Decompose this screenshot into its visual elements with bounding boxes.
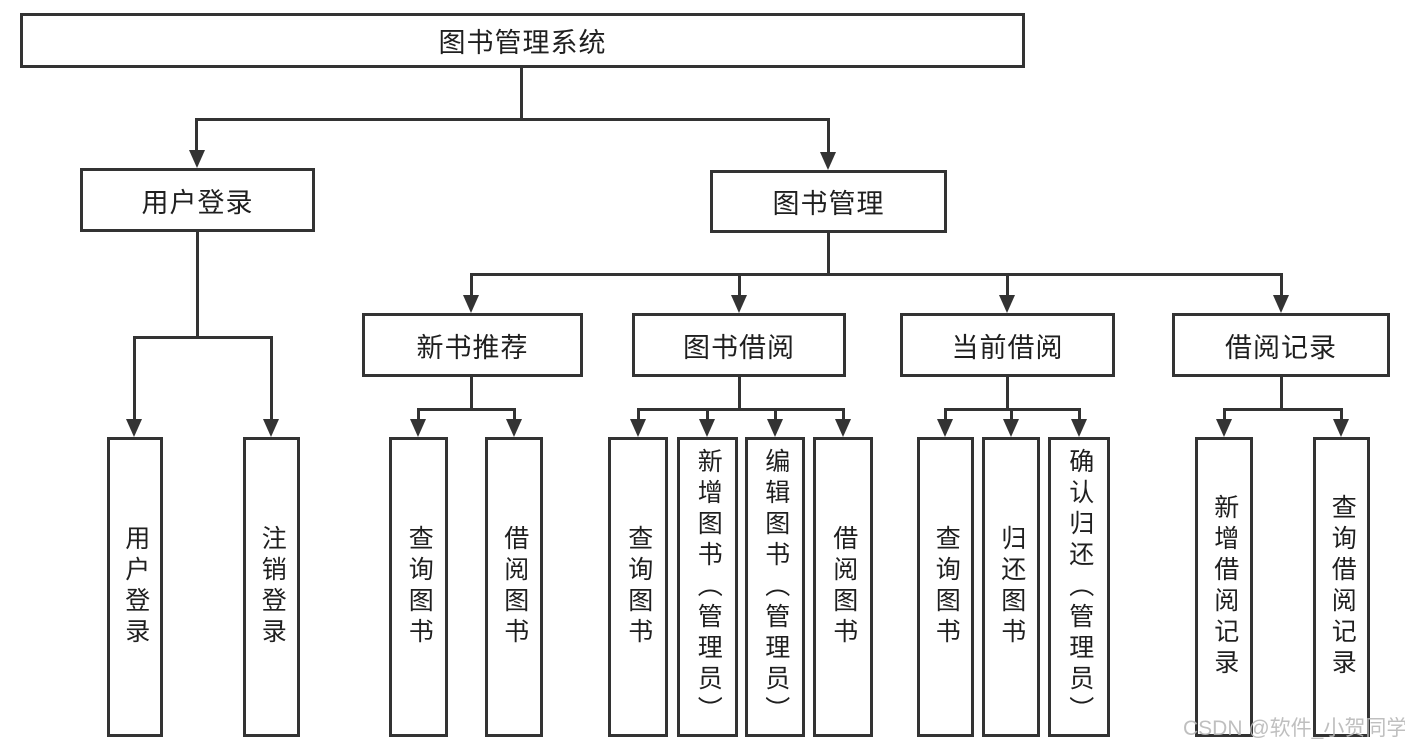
node-label: 用户登录: [121, 525, 150, 649]
arrow-down-icon: [820, 152, 836, 170]
arrow-down-icon: [1333, 419, 1349, 437]
connector-userlogin-hline: [133, 336, 272, 339]
arrow-down-icon: [1273, 295, 1289, 313]
connector-userlogin-stem: [196, 232, 199, 336]
leaf-borrow-books-borrow: 借阅图书: [813, 437, 873, 737]
node-label: 借阅记录: [1225, 332, 1337, 363]
arrow-down-icon: [189, 150, 205, 168]
leaf-logout: 注销登录: [243, 437, 300, 737]
node-library-management-system: 图书管理系统: [20, 13, 1025, 68]
arrow-down-icon: [1071, 419, 1087, 437]
connector-drop-l3: [470, 273, 473, 295]
node-label: 查询图书: [624, 525, 653, 649]
arrow-down-icon: [999, 295, 1015, 313]
leaf-query-books-borrow: 查询图书: [608, 437, 668, 737]
connector-drop-leaf: [774, 408, 777, 419]
node-borrow-records: 借阅记录: [1172, 313, 1390, 377]
connector-drop-leaf: [133, 336, 136, 419]
node-label: 编辑图书（管理员）: [761, 447, 790, 727]
connector-records-stem: [1280, 377, 1283, 408]
node-current-borrow: 当前借阅: [900, 313, 1115, 377]
connector-drop-book-mgmt: [827, 118, 830, 152]
node-user-login: 用户登录: [80, 168, 315, 232]
leaf-confirm-return-admin: 确认归还（管理员）: [1048, 437, 1110, 737]
connector-drop-leaf: [842, 408, 845, 419]
node-label: 图书借阅: [683, 332, 795, 363]
connector-drop-user-login: [195, 118, 198, 150]
node-new-book-recommend: 新书推荐: [362, 313, 583, 377]
arrow-down-icon: [506, 419, 522, 437]
arrow-down-icon: [937, 419, 953, 437]
arrow-down-icon: [1003, 419, 1019, 437]
connector-drop-leaf: [1340, 408, 1343, 419]
leaf-query-borrow-record: 查询借阅记录: [1313, 437, 1370, 737]
connector-drop-leaf: [1078, 408, 1081, 419]
arrow-down-icon: [630, 419, 646, 437]
leaf-add-books-admin: 新增图书（管理员）: [677, 437, 738, 737]
connector-bookmgmt-stem: [827, 233, 830, 273]
connector-drop-leaf: [706, 408, 709, 419]
connector-borrow-hline: [637, 408, 845, 411]
node-label: 借阅图书: [500, 525, 529, 649]
connector-current-stem: [1006, 377, 1009, 408]
node-label: 新增借阅记录: [1210, 494, 1239, 680]
node-label: 确认归还（管理员）: [1065, 447, 1094, 727]
connector-level3-hline: [470, 273, 1283, 276]
node-label: 注销登录: [258, 525, 287, 649]
node-label: 归还图书: [997, 525, 1026, 649]
node-book-management: 图书管理: [710, 170, 947, 233]
connector-borrow-stem: [738, 377, 741, 408]
arrow-down-icon: [835, 419, 851, 437]
node-label: 查询借阅记录: [1328, 494, 1357, 680]
leaf-borrow-books-recommend: 借阅图书: [485, 437, 543, 737]
leaf-add-borrow-record: 新增借阅记录: [1195, 437, 1253, 737]
node-label: 查询图书: [405, 525, 434, 649]
connector-drop-leaf: [637, 408, 640, 419]
leaf-query-books-recommend: 查询图书: [389, 437, 448, 737]
connector-drop-leaf: [1010, 408, 1013, 419]
leaf-query-books-current: 查询图书: [917, 437, 974, 737]
leaf-user-login: 用户登录: [107, 437, 163, 737]
connector-drop-l3: [1280, 273, 1283, 295]
connector-drop-leaf: [944, 408, 947, 419]
node-label: 查询图书: [932, 525, 961, 649]
node-label: 图书管理: [772, 189, 885, 219]
node-label: 借阅图书: [829, 525, 858, 649]
connector-drop-leaf: [417, 408, 420, 419]
connector-drop-leaf: [1223, 408, 1226, 419]
connector-drop-leaf: [270, 336, 273, 419]
arrow-down-icon: [126, 419, 142, 437]
connector-newbook-stem: [470, 377, 473, 408]
connector-level2-hline: [196, 118, 829, 121]
connector-drop-leaf: [513, 408, 516, 419]
arrow-down-icon: [767, 419, 783, 437]
node-label: 当前借阅: [951, 332, 1064, 363]
node-label: 新书推荐: [416, 332, 529, 363]
arrow-down-icon: [263, 419, 279, 437]
node-label: 图书管理系统: [438, 28, 607, 58]
node-label: 用户登录: [141, 187, 254, 218]
arrow-down-icon: [1216, 419, 1232, 437]
arrow-down-icon: [463, 295, 479, 313]
leaf-return-books: 归还图书: [982, 437, 1040, 737]
connector-root-stem: [520, 68, 523, 118]
node-label: 新增图书（管理员）: [694, 447, 723, 727]
connector-newbook-hline: [417, 408, 516, 411]
arrow-down-icon: [731, 295, 747, 313]
leaf-edit-books-admin: 编辑图书（管理员）: [745, 437, 805, 737]
node-book-borrow: 图书借阅: [632, 313, 846, 377]
arrow-down-icon: [410, 419, 426, 437]
connector-drop-l3: [1006, 273, 1009, 295]
connector-drop-l3: [738, 273, 741, 295]
connector-records-hline: [1223, 408, 1343, 411]
arrow-down-icon: [699, 419, 715, 437]
csdn-watermark: CSDN @软件_小贺同学: [1183, 717, 1405, 740]
